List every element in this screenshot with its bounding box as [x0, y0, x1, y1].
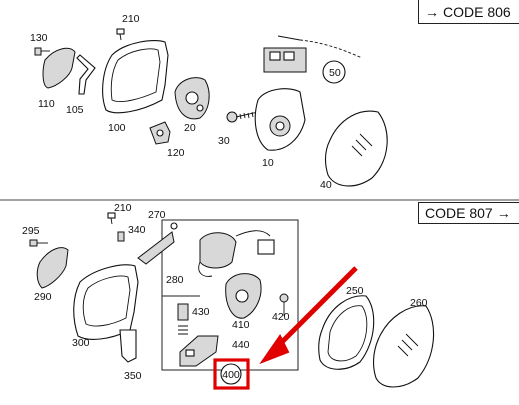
part-130-top	[34, 47, 50, 56]
bottom-label-350: 350	[124, 370, 142, 382]
part-260-glass	[373, 305, 435, 388]
part-290-cover	[36, 247, 69, 289]
bottom-label-210: 210	[114, 202, 132, 214]
top-label-100: 100	[108, 122, 126, 134]
top-label-30: 30	[218, 135, 230, 147]
bottom-label-260: 260	[410, 297, 428, 309]
bottom-label-400: 400	[222, 369, 240, 381]
bottom-label-410: 410	[232, 319, 250, 331]
bottom-label-420: 420	[272, 311, 290, 323]
part-100-housing	[102, 39, 169, 114]
part-350-bracket	[119, 329, 137, 363]
part-300-housing-inner	[82, 275, 131, 327]
part-280-trim	[137, 231, 175, 265]
part-110-cover	[42, 47, 76, 89]
top-label-130: 130	[30, 32, 48, 44]
part-210-bottom	[107, 212, 116, 225]
arrow-right-icon: →	[425, 3, 439, 20]
part-210-top	[116, 28, 125, 41]
bottom-label-280: 280	[166, 274, 184, 286]
part-250-frame	[318, 295, 375, 370]
part-40-glass	[325, 110, 388, 187]
bottom-label-430: 430	[192, 306, 210, 318]
highlight-arrow	[259, 266, 358, 365]
part-440-module	[179, 335, 219, 367]
part-340-screw	[117, 231, 125, 242]
top-label-20: 20	[184, 122, 196, 134]
top-label-50: 50	[329, 67, 341, 79]
bottom-label-270: 270	[148, 209, 166, 221]
arrow-right-icon: →	[496, 205, 511, 221]
code-807-header: CODE 807 →	[418, 202, 519, 224]
bottom-label-295: 295	[22, 225, 40, 237]
part-270-pin	[170, 222, 178, 230]
part-spring	[178, 325, 188, 335]
top-label-105: 105	[66, 104, 84, 116]
top-label-120: 120	[167, 147, 185, 159]
part-105-bracket	[76, 54, 96, 95]
part-400-circle	[220, 363, 242, 385]
part-430	[177, 303, 189, 321]
part-labels: 210 130 110 105 100 20 120 30 10 50 40 210 295 340270…	[22, 13, 428, 382]
bottom-label-340: 340	[128, 224, 146, 236]
part-300-housing	[73, 264, 139, 340]
top-label-110: 110	[38, 98, 55, 110]
part-410-motor	[225, 273, 262, 319]
highlight-box-400	[213, 358, 250, 390]
bottom-label-300: 300	[72, 337, 90, 349]
top-label-10: 10	[262, 157, 274, 169]
top-label-210: 210	[122, 13, 140, 25]
part-420-screw	[279, 293, 289, 316]
part-295-bolt	[29, 239, 48, 247]
part-50-harness	[263, 35, 363, 84]
top-label-40: 40	[320, 179, 332, 191]
bottom-label-290: 290	[34, 291, 52, 303]
part-inset-wiring	[198, 230, 275, 277]
code-806-label: CODE 806	[443, 3, 511, 20]
part-10-adjuster	[254, 88, 306, 151]
part-20-motor	[174, 77, 210, 120]
code-807-label: CODE 807	[425, 205, 493, 221]
part-120-clip	[149, 121, 171, 145]
part-100-housing-inner	[110, 48, 161, 103]
bottom-label-440: 440	[232, 339, 250, 351]
code-806-header: → CODE 806	[418, 0, 519, 24]
part-30-screw	[226, 111, 259, 123]
bottom-label-250: 250	[346, 285, 364, 297]
